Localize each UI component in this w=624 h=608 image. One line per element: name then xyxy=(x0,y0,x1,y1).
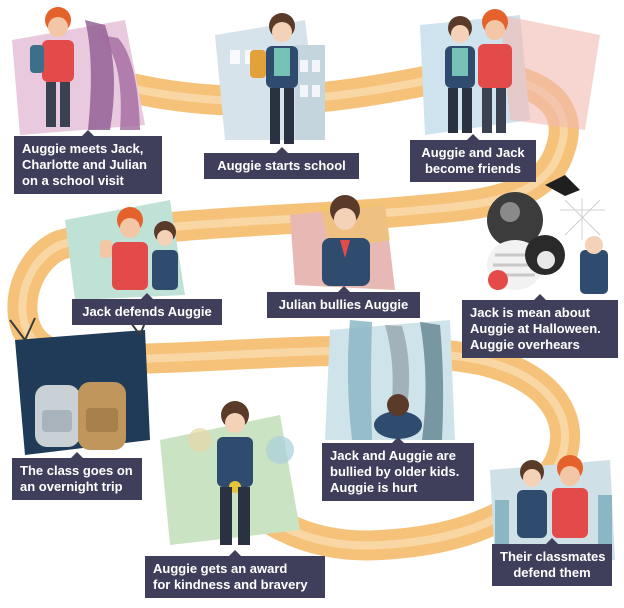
label-line: on a school visit xyxy=(22,173,124,188)
event-label-defends: Jack defends Auggie xyxy=(72,293,222,325)
label-line: Auggie starts school xyxy=(217,158,346,173)
scene-award xyxy=(160,401,300,545)
label-line: Jack and Auggie are xyxy=(330,448,456,463)
label-line: The class goes on xyxy=(20,463,133,478)
label-line: Julian bullies Auggie xyxy=(278,297,409,312)
event-label-classmates: Their classmates defend them xyxy=(492,538,612,586)
label-line: Jack is mean about xyxy=(470,305,590,320)
event-label-halloween: Jack is mean about Auggie at Halloween. … xyxy=(462,294,618,358)
label-line: an overnight trip xyxy=(20,479,123,494)
event-label-award: Auggie gets an award for kindness and br… xyxy=(145,550,325,598)
label-line: Jack defends Auggie xyxy=(82,304,212,319)
scene-defends xyxy=(65,200,185,300)
scene-overnight-trip xyxy=(9,309,151,455)
event-label-visit: Auggie meets Jack, Charlotte and Julian … xyxy=(14,130,162,194)
label-line: Auggie at Halloween. xyxy=(470,321,601,336)
label-line: Their classmates xyxy=(500,549,606,564)
scene-bullies xyxy=(290,195,395,290)
label-line: bullied by older kids. xyxy=(330,464,460,479)
label-line: Auggie meets Jack, xyxy=(22,141,144,156)
scene-starts-school xyxy=(215,13,325,144)
event-label-older: Jack and Auggie are bullied by older kid… xyxy=(322,437,474,501)
scene-classmates xyxy=(490,455,615,565)
event-label-bullies: Julian bullies Auggie xyxy=(267,286,420,318)
event-label-trip: The class goes on an overnight trip xyxy=(12,452,142,500)
label-line: become friends xyxy=(424,161,522,176)
label-line: Auggie gets an award xyxy=(153,561,288,576)
label-line: for kindness and bravery xyxy=(153,577,308,592)
scene-become-friends xyxy=(420,9,600,135)
label-line: defend them xyxy=(513,565,591,580)
scene-school-visit xyxy=(12,7,145,135)
label-line: Charlotte and Julian xyxy=(22,157,147,172)
scene-halloween xyxy=(487,175,608,294)
label-line: Auggie is hurt xyxy=(330,480,418,495)
scene-older-kids xyxy=(325,320,455,440)
event-label-friends: Auggie and Jack become friends xyxy=(410,134,536,182)
label-line: Auggie and Jack xyxy=(421,145,525,160)
event-label-school: Auggie starts school xyxy=(204,147,359,179)
label-line: Auggie overhears xyxy=(470,337,580,352)
